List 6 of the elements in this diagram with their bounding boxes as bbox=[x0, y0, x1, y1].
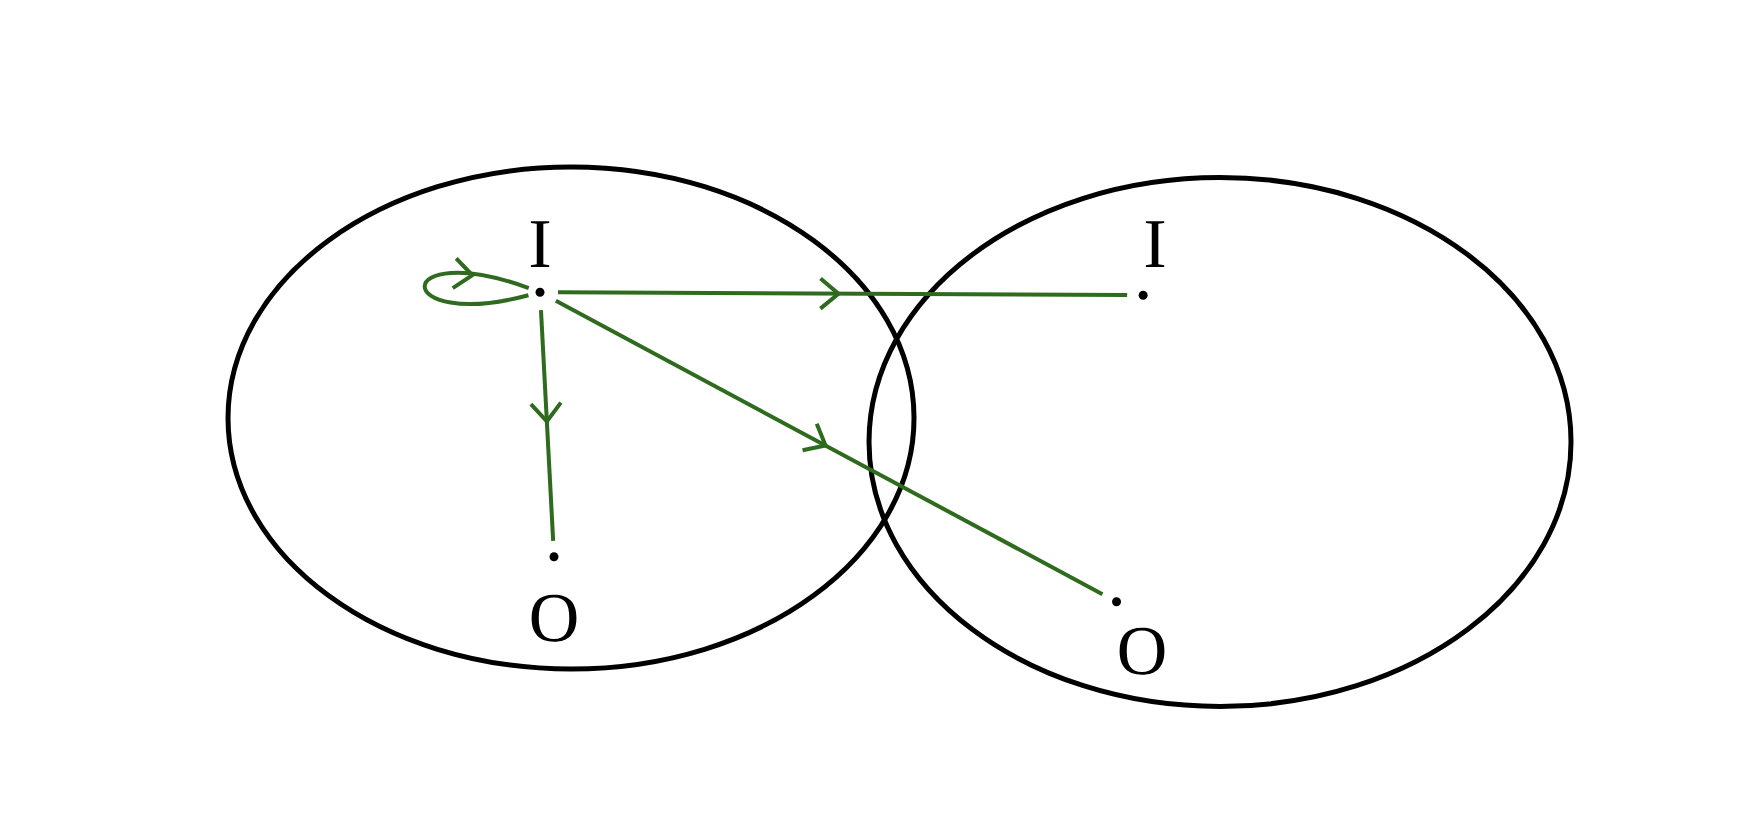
point-label: I bbox=[530, 221, 550, 297]
point-label: O bbox=[1112, 597, 1165, 675]
point-label: I bbox=[1138, 221, 1165, 300]
point-label: O bbox=[531, 552, 577, 642]
region-outline bbox=[225, 164, 917, 672]
region-outline bbox=[866, 175, 1574, 709]
